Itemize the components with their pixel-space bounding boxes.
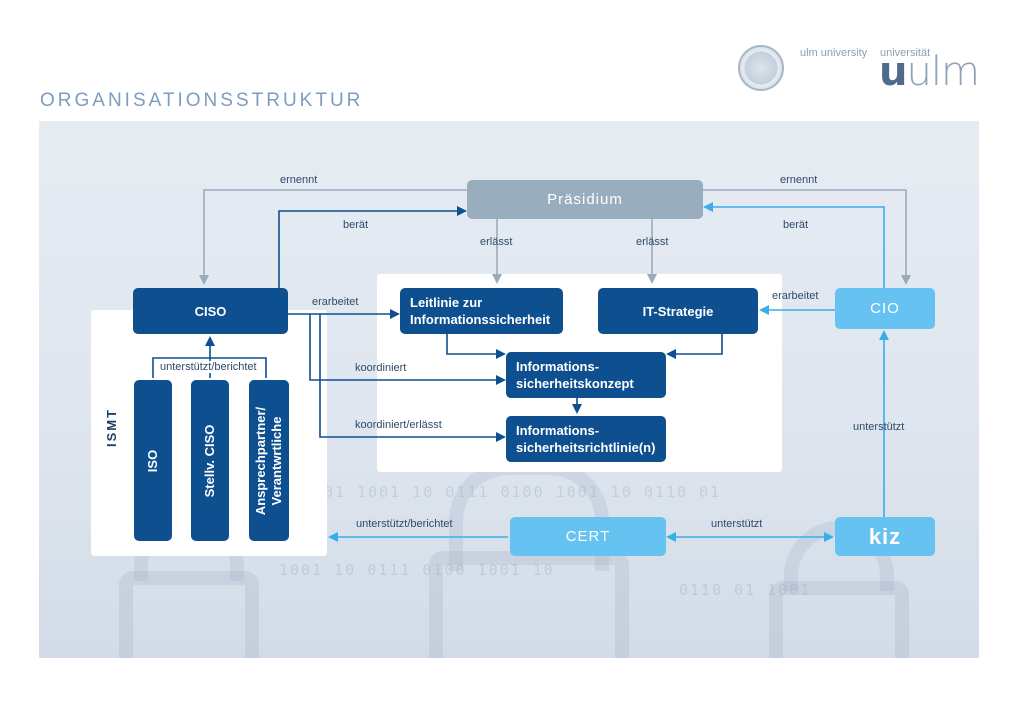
node-praesidium: Präsidium [467, 180, 703, 219]
node-stellv-ciso-label: Stellv. CISO [202, 424, 217, 497]
node-sicherheitsrichtlinie: Informations-sicherheitsrichtlinie(n) [506, 416, 666, 462]
node-ansprechpartner: Ansprechpartner/ Verantwrtliche [249, 380, 289, 541]
logo-subtitle-en: ulm university [800, 47, 868, 59]
node-sicherheitskonzept: Informations-sicherheitskonzept [506, 352, 666, 398]
node-iso-label: ISO [145, 449, 160, 472]
edge-label-unterstuetzt-berichtet-cert: unterstützt/berichtet [356, 518, 453, 530]
node-cio: CIO [835, 288, 935, 329]
background-lock-shape [119, 571, 259, 658]
edge-label-beraet-left: berät [343, 219, 369, 231]
uulm-wordmark-logo: uulm [879, 49, 980, 95]
ismt-label: ISMT [104, 407, 119, 447]
node-ciso: CISO [133, 288, 288, 334]
university-seal-logo [738, 45, 784, 91]
edge-label-unterstuetzt-berichtet-ismt: unterstützt/berichtet [158, 361, 259, 373]
background-lock-shape [429, 551, 629, 658]
node-iso: ISO [134, 380, 172, 541]
edge-label-erarbeitet-left: erarbeitet [312, 296, 359, 308]
edge-label-erlaesst-2: erlässt [636, 236, 669, 248]
background-binary-code: 01 1001 10 0111 0100 1001 10 0110 01 [324, 483, 722, 501]
edge-label-koordiniert: koordiniert [355, 362, 407, 374]
logo-subtitle-de: universität [880, 47, 931, 59]
edge-label-koordiniert-erlaesst: koordiniert/erlässt [355, 419, 442, 431]
node-it-strategie: IT-Strategie [598, 288, 758, 334]
node-leitlinie: Leitlinie zur Informationssicherheit [400, 288, 563, 334]
edge-label-erlaesst-1: erlässt [480, 236, 513, 248]
node-ansprechpartner-label: Ansprechpartner/ Verantwrtliche [253, 406, 284, 515]
node-stellv-ciso: Stellv. CISO [191, 380, 229, 541]
node-kiz: kiz [835, 517, 935, 556]
page-title: ORGANISATIONSSTRUKTUR [40, 90, 364, 111]
edge-label-ernennt-right: ernennt [780, 174, 818, 186]
edge-label-unterstuetzt-kiz-cio: unterstützt [853, 421, 905, 433]
edge-label-erarbeitet-right: erarbeitet [772, 290, 819, 302]
background-binary-code: 1001 10 0111 0100 1001 10 [279, 561, 555, 579]
background-binary-code: 0110 01 1001 [679, 581, 812, 599]
edge-label-ernennt-left: ernennt [280, 174, 318, 186]
edge-label-beraet-right: berät [783, 219, 809, 231]
node-cert: CERT [510, 517, 666, 556]
edge-label-unterstuetzt-cert-kiz: unterstützt [711, 518, 763, 530]
background-lock-shape [769, 581, 909, 658]
